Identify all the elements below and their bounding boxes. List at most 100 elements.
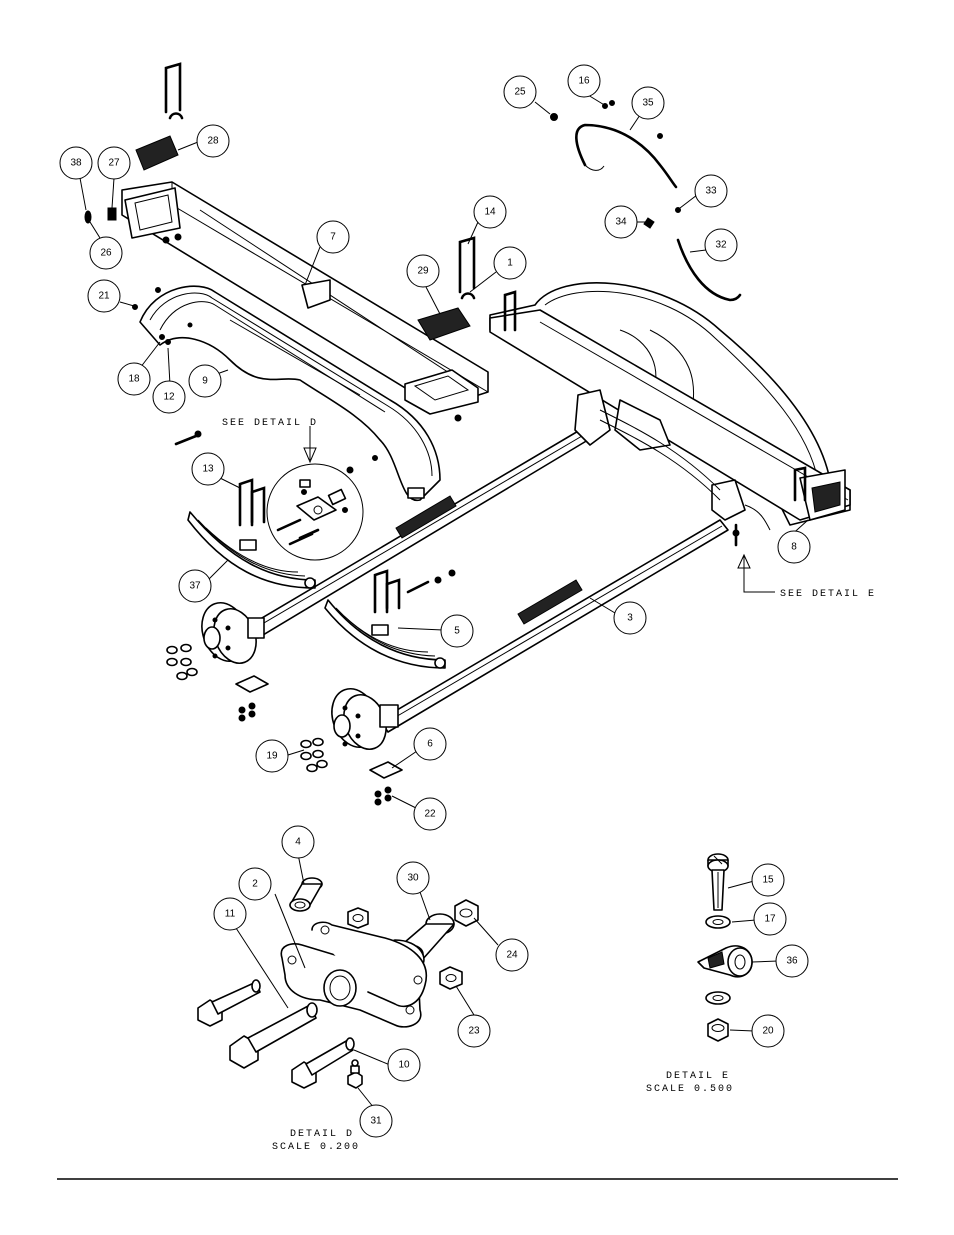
svg-text:33: 33 bbox=[705, 186, 717, 197]
detail-e-callout-arrow bbox=[737, 553, 775, 593]
svg-text:13: 13 bbox=[202, 464, 214, 475]
shackle-plate bbox=[280, 921, 428, 1028]
balloon-14: 14 bbox=[473, 195, 507, 229]
u-bolt-14 bbox=[458, 236, 476, 300]
detail-d-scale: SCALE 0.200 bbox=[272, 1142, 360, 1153]
detail-d-callout-circle bbox=[266, 426, 364, 561]
balloon-5: 5 bbox=[440, 614, 474, 648]
svg-text:15: 15 bbox=[762, 875, 774, 886]
balloon-38: 38 bbox=[59, 146, 93, 180]
balloon-8: 8 bbox=[777, 530, 811, 564]
hub-drum-front bbox=[201, 602, 265, 664]
bolt-15 bbox=[707, 853, 729, 911]
svg-text:16: 16 bbox=[578, 76, 590, 87]
svg-text:12: 12 bbox=[163, 392, 175, 403]
balloon-30: 30 bbox=[396, 861, 430, 895]
svg-text:28: 28 bbox=[207, 136, 219, 147]
balloon-37: 37 bbox=[178, 569, 212, 603]
leader-lines bbox=[79, 94, 809, 1109]
hex-nut-24 bbox=[454, 899, 479, 927]
balloon-21: 21 bbox=[87, 279, 121, 313]
balloon-1: 1 bbox=[493, 246, 527, 280]
balloon-32: 32 bbox=[704, 228, 738, 262]
nut-20 bbox=[707, 1018, 729, 1042]
balloon-34: 34 bbox=[604, 205, 638, 239]
svg-text:17: 17 bbox=[764, 914, 776, 925]
fender-right-assembly bbox=[489, 282, 851, 526]
bushing-4 bbox=[289, 877, 323, 912]
balloon-22: 22 bbox=[413, 797, 447, 831]
balloon-25: 25 bbox=[503, 75, 537, 109]
balloon-7: 7 bbox=[316, 220, 350, 254]
svg-text:4: 4 bbox=[295, 837, 301, 848]
leaf-spring-front bbox=[187, 511, 316, 589]
balloon-2: 2 bbox=[238, 867, 272, 901]
non-skid-pad-right bbox=[811, 481, 841, 513]
svg-text:18: 18 bbox=[128, 374, 140, 385]
svg-text:31: 31 bbox=[370, 1116, 382, 1127]
detail-e-title: DETAIL E bbox=[666, 1071, 730, 1082]
hub-drum-rear bbox=[331, 688, 399, 750]
svg-text:21: 21 bbox=[98, 291, 110, 302]
leaf-spring-rear bbox=[324, 599, 446, 669]
brake-line-32 bbox=[676, 238, 742, 302]
grease-fitting-31 bbox=[347, 1059, 363, 1089]
svg-text:10: 10 bbox=[398, 1060, 410, 1071]
svg-text:32: 32 bbox=[715, 240, 727, 251]
u-bolt-5 bbox=[373, 569, 401, 614]
svg-text:9: 9 bbox=[202, 376, 208, 387]
non-skid-pad-29 bbox=[417, 307, 471, 341]
axle-rear bbox=[331, 519, 729, 750]
svg-text:25: 25 bbox=[514, 87, 526, 98]
non-skid-pad-28 bbox=[135, 135, 179, 171]
balloon-9: 9 bbox=[188, 364, 222, 398]
u-bolt-13 bbox=[238, 478, 266, 527]
suspension-hangers bbox=[574, 389, 771, 531]
hex-nut-upper bbox=[347, 907, 369, 929]
svg-text:22: 22 bbox=[424, 809, 436, 820]
svg-text:27: 27 bbox=[108, 158, 120, 169]
small-hardware bbox=[84, 100, 740, 594]
lug-nuts-front bbox=[166, 643, 269, 722]
svg-text:23: 23 bbox=[468, 1026, 480, 1037]
lug-nuts-rear bbox=[300, 737, 403, 806]
svg-text:7: 7 bbox=[330, 232, 336, 243]
balloon-28: 28 bbox=[196, 124, 230, 158]
bolt-10 bbox=[291, 1037, 355, 1089]
balloon-20: 20 bbox=[751, 1014, 785, 1048]
bolt-11-long bbox=[229, 1002, 318, 1069]
bolt-11-short bbox=[197, 979, 261, 1027]
svg-text:36: 36 bbox=[786, 956, 798, 967]
svg-text:5: 5 bbox=[454, 626, 460, 637]
svg-text:35: 35 bbox=[642, 98, 654, 109]
balloon-3: 3 bbox=[613, 601, 647, 635]
balloon-29: 29 bbox=[406, 254, 440, 288]
balloon-19: 19 bbox=[255, 739, 289, 773]
u-bolt-28 bbox=[164, 62, 184, 120]
balloon-17: 17 bbox=[753, 902, 787, 936]
detail-d-title: DETAIL D bbox=[290, 1129, 354, 1140]
svg-text:34: 34 bbox=[615, 217, 627, 228]
svg-text:38: 38 bbox=[70, 158, 82, 169]
see-detail-e-label: SEE DETAIL E bbox=[780, 589, 876, 600]
washer-lower bbox=[705, 991, 731, 1005]
balloon-10: 10 bbox=[387, 1048, 421, 1082]
balloon-16: 16 bbox=[567, 64, 601, 98]
balloon-26: 26 bbox=[89, 236, 123, 270]
svg-text:1: 1 bbox=[507, 258, 513, 269]
svg-text:20: 20 bbox=[762, 1026, 774, 1037]
balloon-4: 4 bbox=[281, 825, 315, 859]
axle-front bbox=[201, 429, 589, 664]
balloon-31: 31 bbox=[359, 1104, 393, 1138]
svg-text:37: 37 bbox=[189, 581, 201, 592]
hex-nut-23 bbox=[439, 966, 463, 990]
frame-rail-left bbox=[121, 181, 489, 422]
balloon-23: 23 bbox=[457, 1014, 491, 1048]
fender-left bbox=[139, 285, 441, 501]
detail-d-hardware bbox=[197, 877, 479, 1089]
washer-17 bbox=[705, 915, 731, 929]
svg-text:6: 6 bbox=[427, 739, 433, 750]
balloon-18: 18 bbox=[117, 362, 151, 396]
